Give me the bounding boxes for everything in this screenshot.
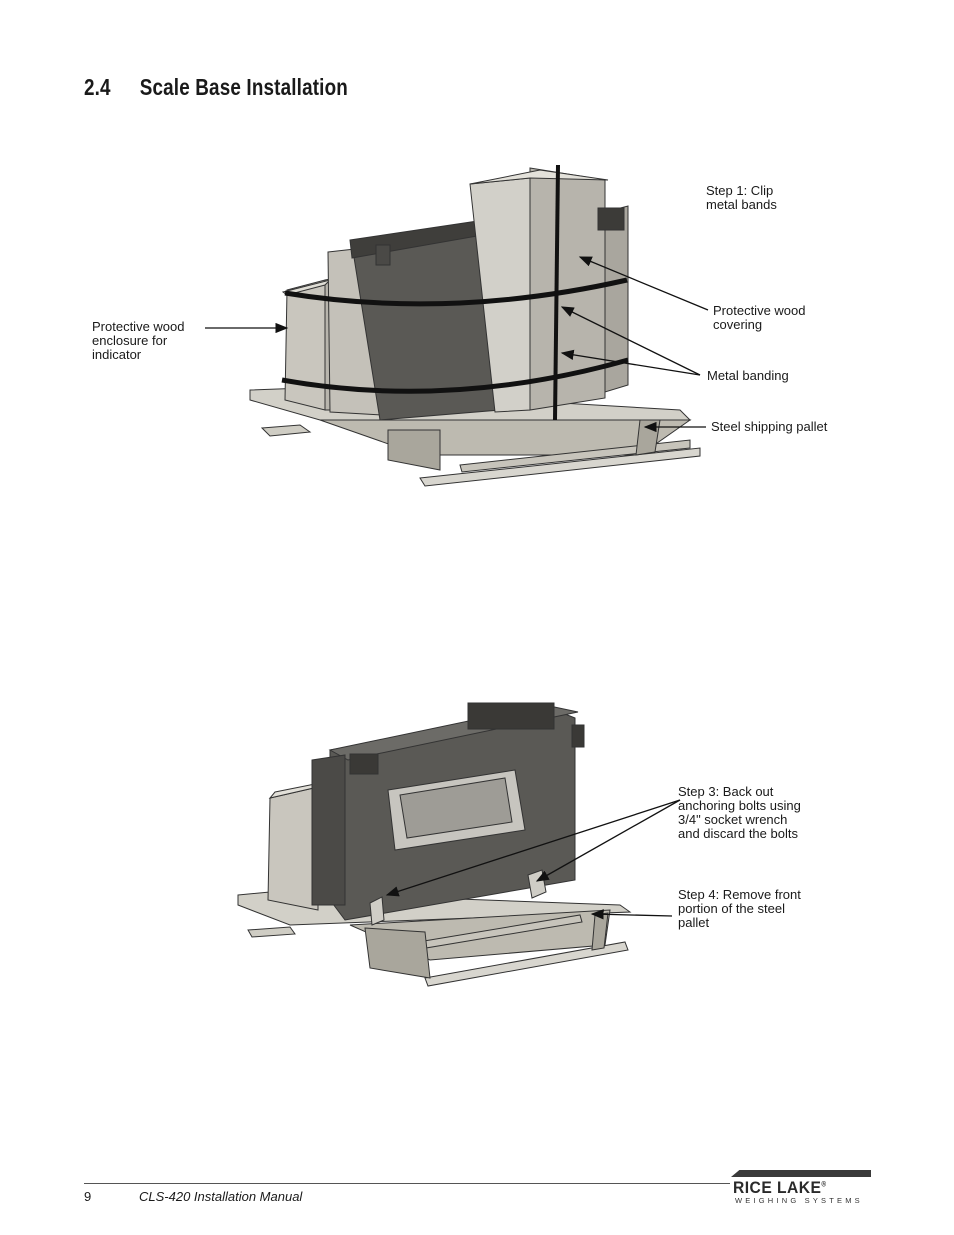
logo-band: [731, 1170, 871, 1177]
section-heading: 2.4 Scale Base Installation: [84, 74, 348, 108]
arrow-banding-lower: [560, 349, 701, 376]
leader-lines-figure1: [205, 256, 709, 433]
callout-step1: Step 1: Clip metal bands: [706, 183, 777, 212]
indicator-enclosure-2: [267, 781, 326, 911]
wood-covering-body: [327, 167, 629, 421]
figure-unpacked-scale: [237, 702, 681, 987]
logo-sub-text: WEIGHING SYSTEMS: [735, 1196, 863, 1205]
callout-banding: Metal banding: [707, 368, 789, 383]
callout-pallet: Steel shipping pallet: [711, 419, 828, 434]
manual-title: CLS-420 Installation Manual: [139, 1189, 303, 1204]
scale-base-body: [311, 702, 585, 921]
arrow-bolt-left: [385, 799, 681, 897]
arrow-bolt-right: [535, 799, 681, 882]
leader-lines-figure2: [385, 799, 681, 920]
footer-rule: [84, 1183, 730, 1184]
arrow-banding-upper: [560, 306, 701, 376]
callout-enclosure: Protective wood enclosure for indicator: [92, 319, 185, 362]
callout-covering: Protective wood covering: [713, 303, 806, 332]
callout-step4: Step 4: Remove front portion of the stee…: [678, 887, 801, 930]
metal-banding: [281, 164, 629, 421]
logo-main-text: RICE LAKE®: [733, 1178, 827, 1197]
callout-step3: Step 3: Back out anchoring bolts using 3…: [678, 784, 801, 841]
page-number: 9: [84, 1189, 92, 1204]
rice-lake-logo: RICE LAKE® WEIGHING SYSTEMS: [731, 1170, 871, 1206]
figure-packaged-scale: [205, 164, 709, 487]
section-title: Scale Base Installation: [139, 74, 348, 100]
section-number: 2.4: [84, 74, 111, 100]
arrow-front-pallet: [590, 909, 673, 920]
arrow-covering: [578, 256, 709, 311]
